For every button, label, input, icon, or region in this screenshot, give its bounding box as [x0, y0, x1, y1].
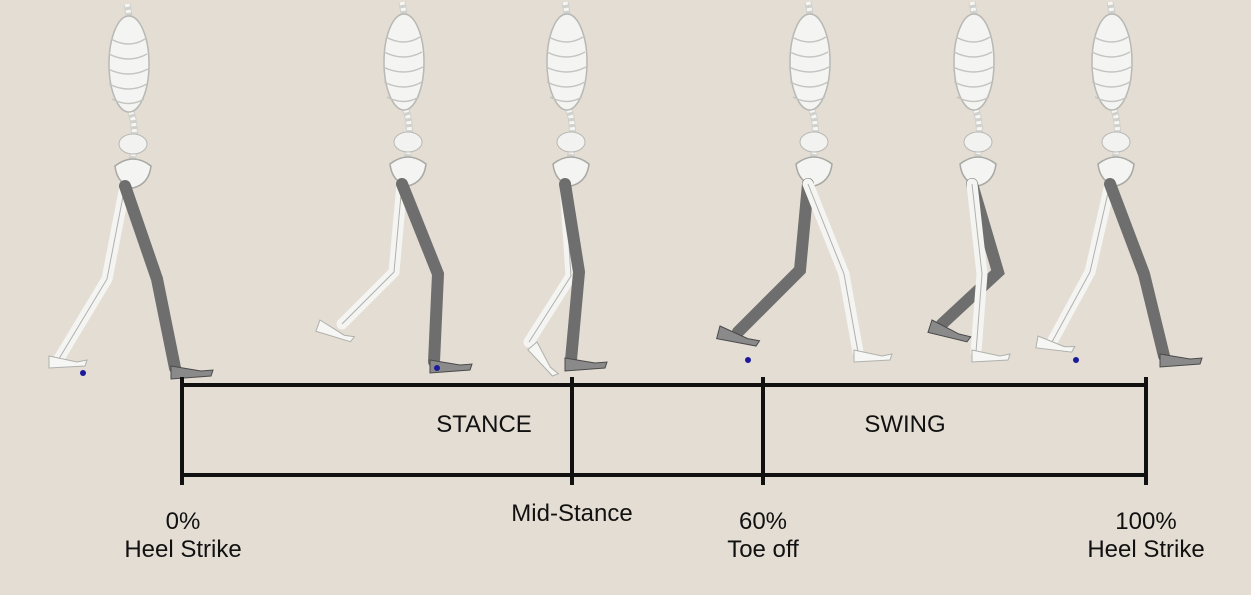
marker-event: Heel Strike [1087, 536, 1204, 564]
skeleton-heel-strike-end [1036, 2, 1202, 367]
marker-percent: 0% [124, 508, 241, 536]
skeleton-figures [0, 0, 1251, 385]
skeleton-loading-response [316, 2, 472, 373]
marker-100-percent: 100% Heel Strike [1087, 508, 1204, 564]
marker-event: Mid-Stance [511, 500, 632, 528]
marker-percent: 100% [1087, 508, 1204, 536]
marker-percent: 60% [727, 508, 799, 536]
phase-label-stance: STANCE [436, 411, 532, 439]
skeleton-mid-stance [528, 2, 607, 379]
marker-mid-stance: Mid-Stance [511, 500, 632, 528]
gait-timeline [0, 370, 1251, 490]
marker-0-percent: 0% Heel Strike [124, 508, 241, 564]
marker-event: Heel Strike [124, 536, 241, 564]
phase-label-swing: SWING [864, 411, 945, 439]
skeleton-mid-swing [928, 2, 1010, 362]
marker-event: Toe off [727, 536, 799, 564]
skeleton-heel-strike-start [49, 4, 213, 379]
marker-60-percent: 60% Toe off [727, 508, 799, 564]
skeleton-toe-off [717, 2, 892, 363]
